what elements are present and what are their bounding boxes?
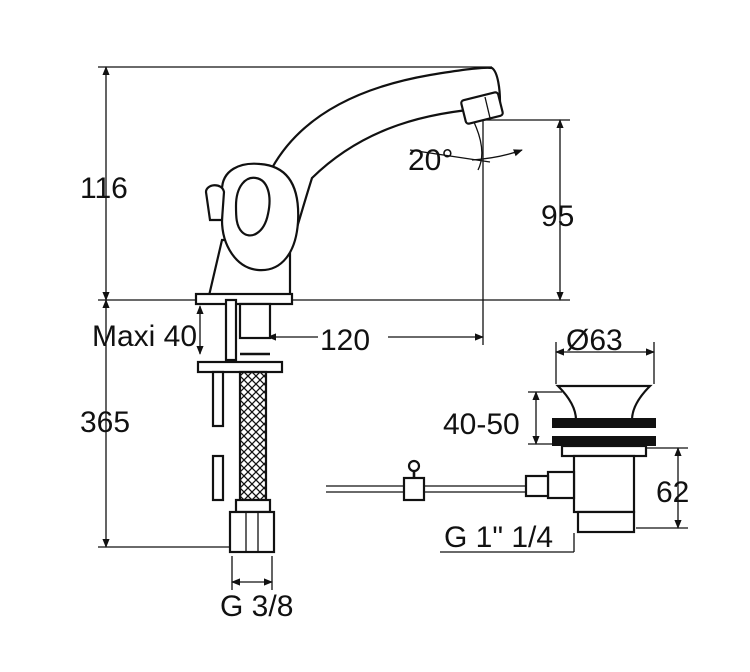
dimension-lines <box>98 66 688 590</box>
hose-length-label: 365 <box>80 406 130 439</box>
spout-reach-label: 120 <box>320 324 370 357</box>
drain-range-label: 40-50 <box>443 408 520 441</box>
faucet-body <box>194 66 504 306</box>
drain-thread-label: G 1" 1/4 <box>444 521 553 554</box>
faucet-fittings <box>196 298 284 554</box>
spout-height-label: 95 <box>541 200 574 233</box>
hose-thread-label: G 3/8 <box>220 590 293 623</box>
height-total-label: 116 <box>80 172 128 205</box>
spout-angle-label: 20° <box>408 144 453 177</box>
drain-height-label: 62 <box>656 476 689 509</box>
maxi-label: Maxi 40 <box>92 320 197 353</box>
popup-drain <box>326 384 656 534</box>
drain-diameter-label: Ø63 <box>566 324 623 357</box>
